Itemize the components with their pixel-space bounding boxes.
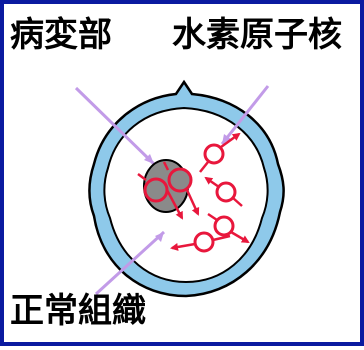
label-hydrogen-nucleus: 水素原子核: [172, 15, 342, 55]
leader-lesion: [74, 86, 156, 166]
head-diagram: [74, 79, 285, 298]
label-normal-tissue: 正常組織: [10, 291, 146, 331]
leader-hydrogen: [220, 85, 270, 145]
hydrogen-nucleus-3: [207, 212, 250, 244]
hydrogen-nucleus-2: [204, 176, 243, 207]
label-lesion: 病変部: [10, 15, 112, 55]
lesion-nuclei: [137, 161, 200, 220]
leader-normal: [94, 230, 166, 296]
hydrogen-nucleus-4: [170, 231, 231, 253]
hydrogen-nucleus-1: [199, 132, 241, 173]
